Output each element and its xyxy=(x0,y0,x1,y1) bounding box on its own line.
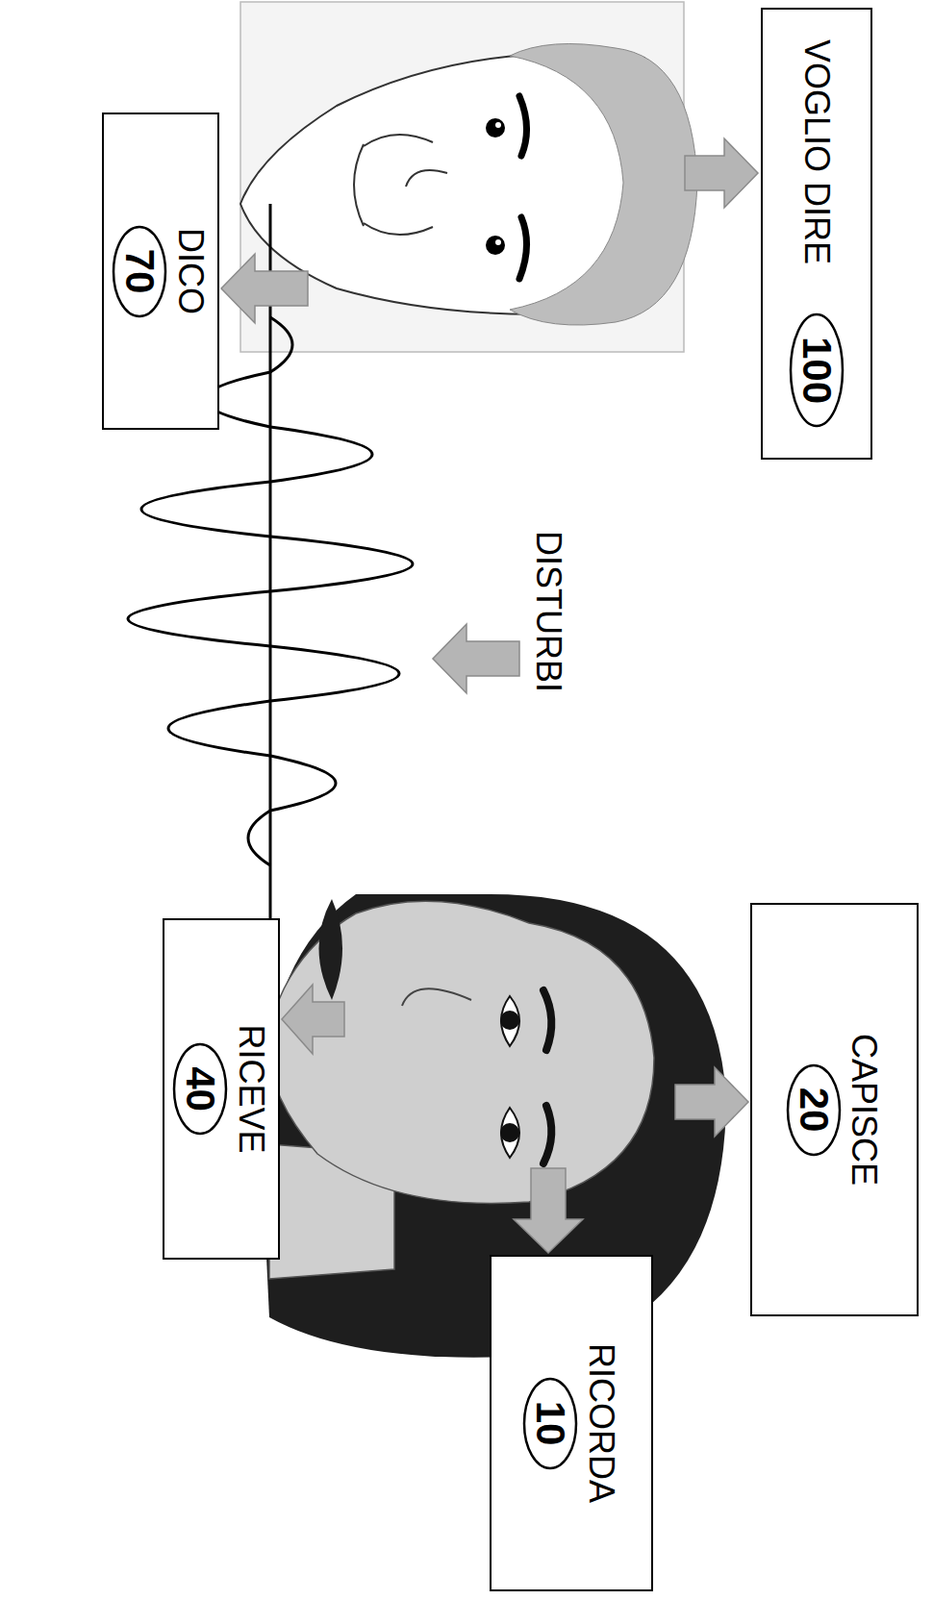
stage-label: RICORDA xyxy=(581,1343,621,1504)
score-ellipse: 100 xyxy=(788,312,845,429)
score-number: 10 xyxy=(529,1401,571,1447)
ellipse-shape xyxy=(524,1379,577,1469)
block-arrow xyxy=(221,253,308,324)
stage-label: VOGLIO DIRE xyxy=(797,39,836,265)
label-box: CAPISCE 20 xyxy=(750,903,919,1317)
ellipse-shape xyxy=(790,314,843,427)
label-box: RICORDA10 xyxy=(489,1255,654,1592)
man-features xyxy=(353,134,448,235)
label-box: VOGLIO DIRE 100 xyxy=(760,7,873,460)
score-number: 70 xyxy=(119,249,160,295)
ellipse-shape xyxy=(787,1065,840,1156)
label-box: RICEVE40 xyxy=(162,918,280,1261)
man-eye-glint xyxy=(495,122,502,128)
score-ellipse: 20 xyxy=(785,1063,842,1158)
block-arrow xyxy=(684,138,758,208)
channel-line xyxy=(269,203,273,926)
block-arrows xyxy=(221,138,758,1254)
block-arrow xyxy=(675,1067,749,1137)
noise-label: DISTURBI xyxy=(529,530,568,693)
score-ellipse: 40 xyxy=(172,1042,228,1136)
woman-brows xyxy=(543,990,552,1164)
score-ellipse: 70 xyxy=(111,225,168,319)
stage-label: DICO xyxy=(171,227,210,315)
block-arrow xyxy=(432,624,520,694)
block-arrow xyxy=(513,1168,583,1254)
man-brows xyxy=(519,96,528,279)
man-eye-glint xyxy=(495,239,502,246)
man-eye xyxy=(485,235,505,255)
score-number: 100 xyxy=(796,336,837,404)
woman-iris xyxy=(500,1010,520,1031)
stage-label: CAPISCE xyxy=(845,1033,884,1186)
ellipse-shape xyxy=(113,226,166,317)
score-number: 40 xyxy=(179,1066,221,1112)
woman-nose xyxy=(402,988,472,1007)
man-hair xyxy=(509,44,698,327)
score-ellipse: 10 xyxy=(522,1377,579,1471)
stage-label: RICEVE xyxy=(231,1024,271,1154)
woman-iris xyxy=(500,1123,520,1143)
woman-eyes xyxy=(501,996,520,1159)
ellipse-shape xyxy=(174,1044,227,1135)
woman-lips xyxy=(319,899,344,1001)
label-box: DICO 70 xyxy=(101,112,220,430)
score-number: 20 xyxy=(793,1087,834,1134)
man-eye xyxy=(485,118,505,138)
block-arrow xyxy=(281,984,345,1055)
